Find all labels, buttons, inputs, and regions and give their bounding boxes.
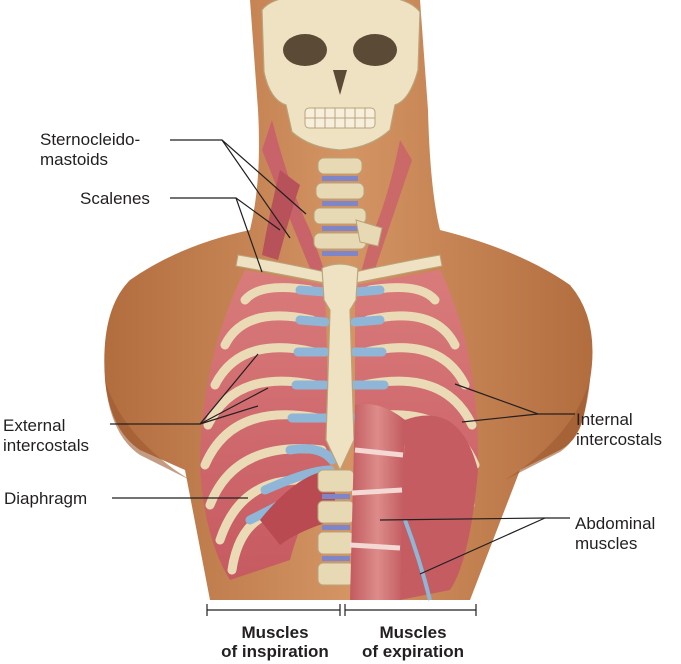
group-brackets <box>206 604 477 616</box>
label-abdominal-muscles: Abdominal muscles <box>575 514 656 553</box>
abdominal-tendinous-lines <box>349 447 404 551</box>
group-label-expiration: Muscles of expiration <box>361 623 464 661</box>
arm-shadow-left <box>105 380 190 480</box>
sternum <box>321 263 359 472</box>
rectus-abdominis <box>350 404 405 600</box>
lumbar-spine <box>317 469 355 586</box>
diaphragm-muscle <box>260 470 335 545</box>
group-label-inspiration: Muscles of inspiration <box>221 623 329 661</box>
label-internal-intercostals: Internal intercostals <box>576 410 662 449</box>
leader-lines <box>110 139 575 575</box>
label-external-intercostals: External intercostals <box>3 416 89 455</box>
label-diaphragm: Diaphragm <box>4 489 88 508</box>
arm-shadow-right <box>505 380 590 480</box>
skull <box>261 0 421 151</box>
label-sternocleidomastoids: Sternocleido- mastoids <box>40 130 141 169</box>
label-scalenes: Scalenes <box>80 189 150 208</box>
external-oblique-right <box>400 415 478 600</box>
scalene-left <box>262 170 300 260</box>
clavicle-right <box>354 254 443 284</box>
linea-semilunaris <box>403 519 432 601</box>
cervical-spine <box>313 157 383 256</box>
